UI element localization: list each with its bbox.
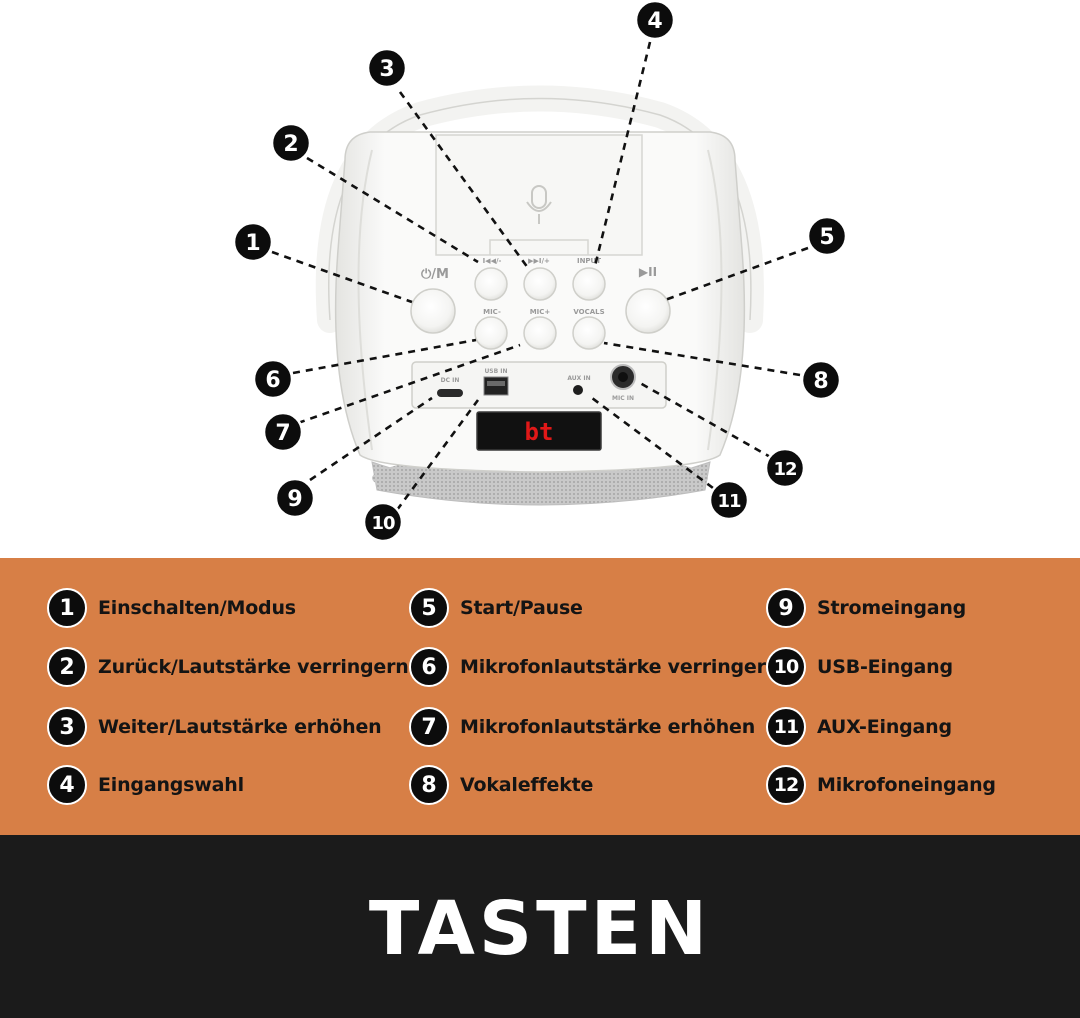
legend-label: Eingangswahl (98, 774, 244, 796)
legend-badge: 10 (766, 647, 806, 687)
svg-text:7: 7 (275, 421, 290, 446)
power-mode-label: ⏻/M (421, 267, 449, 282)
callout-8: 8 (800, 359, 842, 401)
svg-text:11: 11 (717, 491, 741, 512)
legend-badge: 1 (47, 588, 87, 628)
power-mode-button[interactable] (410, 288, 456, 334)
callout-5: 5 (806, 215, 848, 257)
svg-text:9: 9 (287, 487, 302, 512)
usb-in-label: USB IN (484, 368, 507, 375)
svg-text:4: 4 (647, 9, 662, 34)
microphone-holder (435, 134, 643, 256)
legend-label: Mikrofonlautstärke verringern (460, 656, 780, 678)
legend-item-3: 3 Weiter/Lautstärke erhöhen (47, 707, 382, 747)
play-pause-label: ▶II (639, 265, 657, 279)
legend-badge: 8 (409, 765, 449, 805)
play-pause-button[interactable] (625, 288, 671, 334)
legend-item-12: 12 Mikrofoneingang (766, 765, 996, 805)
callout-2: 2 (270, 122, 312, 164)
display-readout: bt (525, 418, 554, 446)
callout-3: 3 (366, 47, 408, 89)
legend-badge: 11 (766, 707, 806, 747)
legend-badge: 4 (47, 765, 87, 805)
title-banner: TASTEN (0, 835, 1080, 1018)
svg-text:8: 8 (813, 369, 828, 394)
legend-item-11: 11 AUX-Eingang (766, 707, 952, 747)
callout-4: 4 (634, 0, 676, 41)
legend-item-7: 7 Mikrofonlautstärke erhöhen (409, 707, 755, 747)
leader-lines (271, 41, 809, 511)
dc-in-port[interactable] (437, 389, 463, 397)
legend-item-8: 8 Vokaleffekte (409, 765, 593, 805)
mic-minus-label: MIC- (483, 308, 501, 316)
callout-1: 1 (232, 221, 274, 263)
prev-label: I◀◀/- (483, 257, 502, 265)
legend-item-2: 2 Zurück/Lautstärke verringern (47, 647, 409, 687)
vocals-label: VOCALS (573, 308, 604, 316)
svg-text:2: 2 (283, 132, 298, 157)
callout-10: 10 (362, 501, 404, 543)
legend-item-4: 4 Eingangswahl (47, 765, 244, 805)
prev-volume-down-button[interactable] (474, 267, 508, 301)
svg-text:5: 5 (819, 225, 834, 250)
karaoke-speaker-illustration: ⏻/M ▶II I◀◀/- ▶▶I/+ INPUT MIC- MIC+ VOCA… (232, 0, 848, 543)
legend-item-6: 6 Mikrofonlautstärke verringern (409, 647, 779, 687)
dc-in-label: DC IN (441, 377, 460, 384)
legend-panel: 1 Einschalten/Modus 2 Zurück/Lautstärke … (0, 558, 1080, 835)
svg-text:3: 3 (379, 57, 394, 82)
legend-label: USB-Eingang (817, 656, 953, 678)
aux-in-port[interactable] (573, 385, 583, 395)
aux-in-label: AUX IN (567, 375, 590, 382)
legend-item-9: 9 Stromeingang (766, 588, 966, 628)
led-display (476, 411, 602, 451)
legend-label: Start/Pause (460, 597, 583, 619)
callout-6: 6 (252, 358, 294, 400)
svg-text:10: 10 (371, 513, 395, 534)
input-label: INPUT (577, 257, 601, 265)
legend-label: Zurück/Lautstärke verringern (98, 656, 409, 678)
callout-11: 11 (708, 479, 750, 521)
legend-item-1: 1 Einschalten/Modus (47, 588, 296, 628)
mic-in-label: MIC IN (612, 395, 634, 402)
microphone-icon (526, 185, 552, 224)
vocals-button[interactable] (572, 316, 606, 350)
mic-plus-button[interactable] (523, 316, 557, 350)
legend-badge: 2 (47, 647, 87, 687)
legend-badge: 6 (409, 647, 449, 687)
legend-badge: 12 (766, 765, 806, 805)
legend-label: Einschalten/Modus (98, 597, 296, 619)
input-button[interactable] (572, 267, 606, 301)
legend-label: Mikrofoneingang (817, 774, 996, 796)
legend-label: Vokaleffekte (460, 774, 594, 796)
mic-minus-button[interactable] (474, 316, 508, 350)
callout-9: 9 (274, 477, 316, 519)
mic-plus-label: MIC+ (530, 308, 551, 316)
port-panel (411, 361, 667, 409)
legend-badge: 3 (47, 707, 87, 747)
next-label: ▶▶I/+ (528, 257, 550, 265)
legend-item-5: 5 Start/Pause (409, 588, 583, 628)
product-diagram: ⏻/M ▶II I◀◀/- ▶▶I/+ INPUT MIC- MIC+ VOCA… (232, 0, 848, 543)
callout-12: 12 (764, 447, 806, 489)
svg-text:12: 12 (773, 459, 796, 480)
legend-badge: 5 (409, 588, 449, 628)
svg-text:1: 1 (245, 231, 260, 256)
legend-item-10: 10 USB-Eingang (766, 647, 953, 687)
legend-label: Weiter/Lautstärke erhöhen (98, 716, 382, 738)
legend-label: Mikrofonlautstärke erhöhen (460, 716, 756, 738)
legend-badge: 9 (766, 588, 806, 628)
svg-text:6: 6 (265, 368, 280, 393)
legend-label: AUX-Eingang (817, 716, 952, 738)
next-volume-up-button[interactable] (523, 267, 557, 301)
callout-7: 7 (262, 411, 304, 453)
legend-label: Stromeingang (817, 597, 967, 619)
page-title: TASTEN (368, 885, 712, 972)
legend-badge: 7 (409, 707, 449, 747)
